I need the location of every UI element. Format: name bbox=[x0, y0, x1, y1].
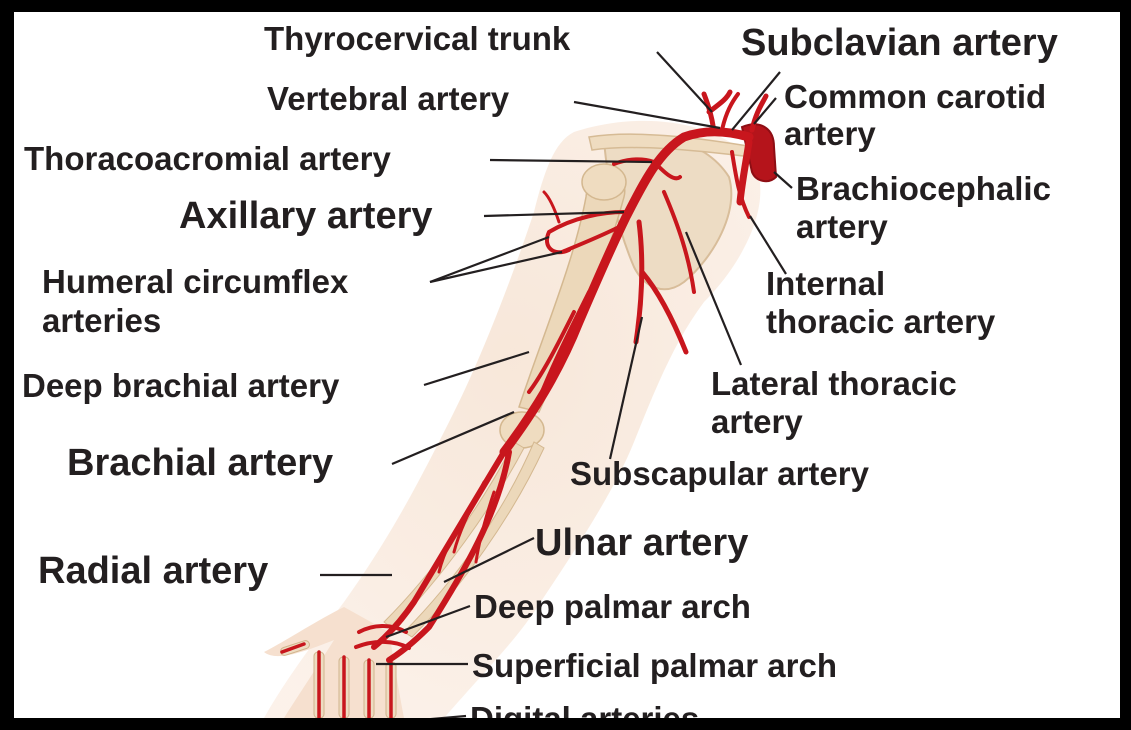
label-superficial-palmar-arch: Superficial palmar arch bbox=[472, 649, 837, 682]
label-deep-brachial-artery: Deep brachial artery bbox=[22, 369, 339, 402]
label-brachiocephalic-1: Brachiocephalic bbox=[796, 172, 1051, 205]
label-vertebral-artery: Vertebral artery bbox=[267, 82, 509, 115]
label-lateral-thoracic-1: Lateral thoracic bbox=[711, 367, 957, 400]
label-deep-palmar-arch: Deep palmar arch bbox=[474, 590, 751, 623]
label-subclavian-artery: Subclavian artery bbox=[741, 24, 1058, 62]
label-internal-thoracic-2: thoracic artery bbox=[766, 305, 995, 338]
label-subscapular-artery: Subscapular artery bbox=[570, 457, 869, 490]
label-brachiocephalic-2: artery bbox=[796, 210, 888, 243]
leader-thyrocervical bbox=[657, 52, 712, 112]
label-axillary-artery: Axillary artery bbox=[179, 197, 433, 235]
label-brachial-artery: Brachial artery bbox=[67, 444, 333, 482]
label-common-carotid-2: artery bbox=[784, 117, 876, 150]
label-radial-artery: Radial artery bbox=[38, 552, 268, 590]
label-lateral-thoracic-2: artery bbox=[711, 405, 803, 438]
label-common-carotid-1: Common carotid bbox=[784, 80, 1046, 113]
label-humeral-circumflex-1: Humeral circumflex bbox=[42, 265, 348, 298]
diagram-frame: Thyrocervical trunk Subclavian artery Ve… bbox=[14, 12, 1120, 718]
label-internal-thoracic-1: Internal bbox=[766, 267, 885, 300]
leader-brachiocephalic bbox=[774, 172, 792, 188]
label-ulnar-artery: Ulnar artery bbox=[535, 524, 748, 562]
humeral-head bbox=[582, 164, 626, 200]
label-thoracoacromial-artery: Thoracoacromial artery bbox=[24, 142, 391, 175]
label-humeral-circumflex-2: arteries bbox=[42, 304, 161, 337]
label-digital-arteries: Digital arteries bbox=[470, 702, 699, 718]
label-thyrocervical-trunk: Thyrocervical trunk bbox=[264, 22, 570, 55]
